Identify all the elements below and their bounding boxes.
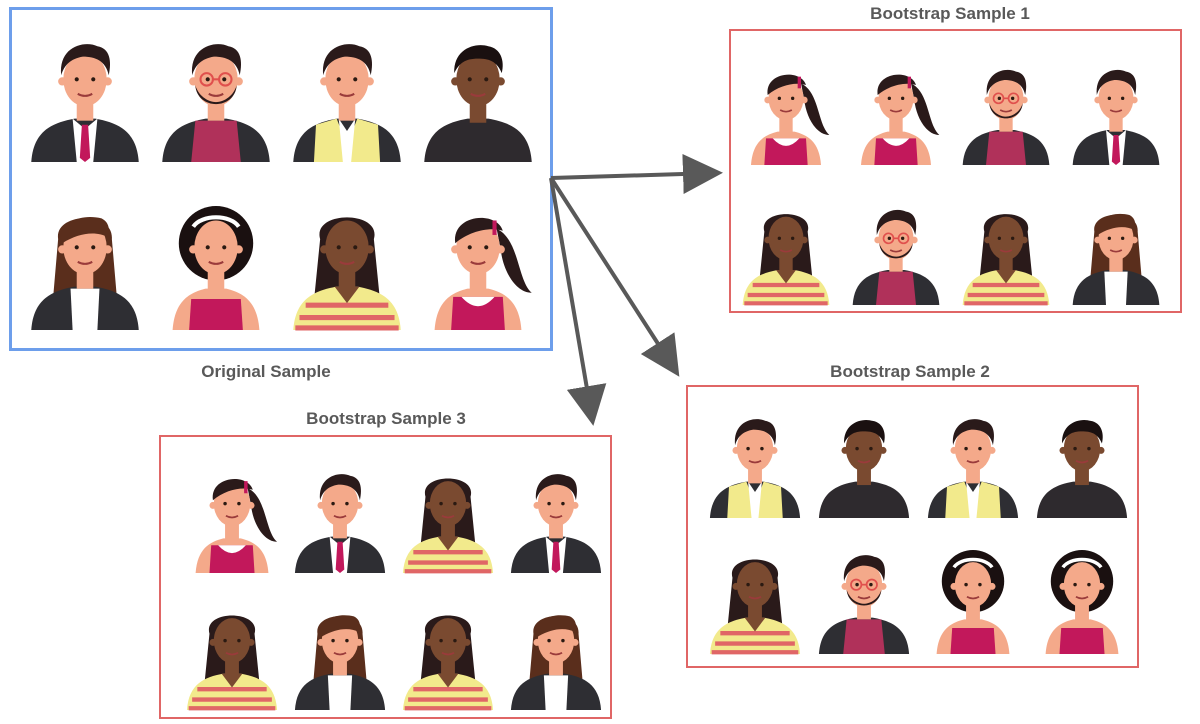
bootstrap-sample-3-caption: Bootstrap Sample 3 xyxy=(306,409,466,428)
avatar-woman-ponytail xyxy=(846,40,946,165)
avatar-woman-long-hair-jacket xyxy=(504,580,608,710)
avatar-woman-dark-skin-striped xyxy=(736,180,836,306)
original-sample-caption: Original Sample xyxy=(201,362,331,381)
avatar-woman-long-hair-jacket xyxy=(288,580,392,710)
avatar-woman-ponytail xyxy=(416,180,540,330)
avatar-man-red-tie xyxy=(1066,40,1166,165)
avatar-man-yellow-vest xyxy=(703,392,807,518)
arrow-to-bootstrap-3 xyxy=(549,177,607,426)
avatar-woman-dark-skin-striped xyxy=(956,180,1056,306)
avatar-man-red-tie xyxy=(504,443,608,573)
avatar-woman-curly-headband xyxy=(154,180,278,330)
avatar-woman-ponytail xyxy=(736,40,836,165)
avatar-man-dark-skin xyxy=(416,12,540,162)
avatar-man-beard-glasses xyxy=(956,40,1056,165)
avatar-woman-curly-headband xyxy=(921,528,1025,654)
arrow-to-bootstrap-2 xyxy=(549,176,680,377)
avatar-man-dark-skin xyxy=(1030,392,1134,518)
avatar-man-yellow-vest xyxy=(921,392,1025,518)
avatar-woman-long-hair-jacket xyxy=(23,180,147,330)
avatar-woman-dark-skin-striped xyxy=(396,443,500,574)
avatar-woman-curly-headband xyxy=(1030,528,1134,654)
avatar-man-yellow-vest xyxy=(285,12,409,162)
avatar-man-beard-glasses xyxy=(846,180,946,305)
avatar-woman-long-hair-jacket xyxy=(1066,180,1166,305)
bootstrap-sample-1-caption: Bootstrap Sample 1 xyxy=(870,4,1030,23)
avatar-woman-dark-skin-striped xyxy=(285,180,409,331)
avatar-man-beard-glasses xyxy=(154,12,278,162)
avatar-man-dark-skin xyxy=(812,392,916,518)
avatar-woman-dark-skin-striped xyxy=(396,580,500,711)
avatar-woman-dark-skin-striped xyxy=(703,528,807,655)
avatar-woman-dark-skin-striped xyxy=(180,580,284,711)
arrow-to-bootstrap-1 xyxy=(550,153,723,194)
avatar-man-beard-glasses xyxy=(812,528,916,654)
avatar-woman-ponytail xyxy=(180,443,284,573)
bootstrap-sample-2-caption: Bootstrap Sample 2 xyxy=(830,362,990,381)
avatar-man-red-tie xyxy=(23,12,147,162)
avatar-man-red-tie xyxy=(288,443,392,573)
